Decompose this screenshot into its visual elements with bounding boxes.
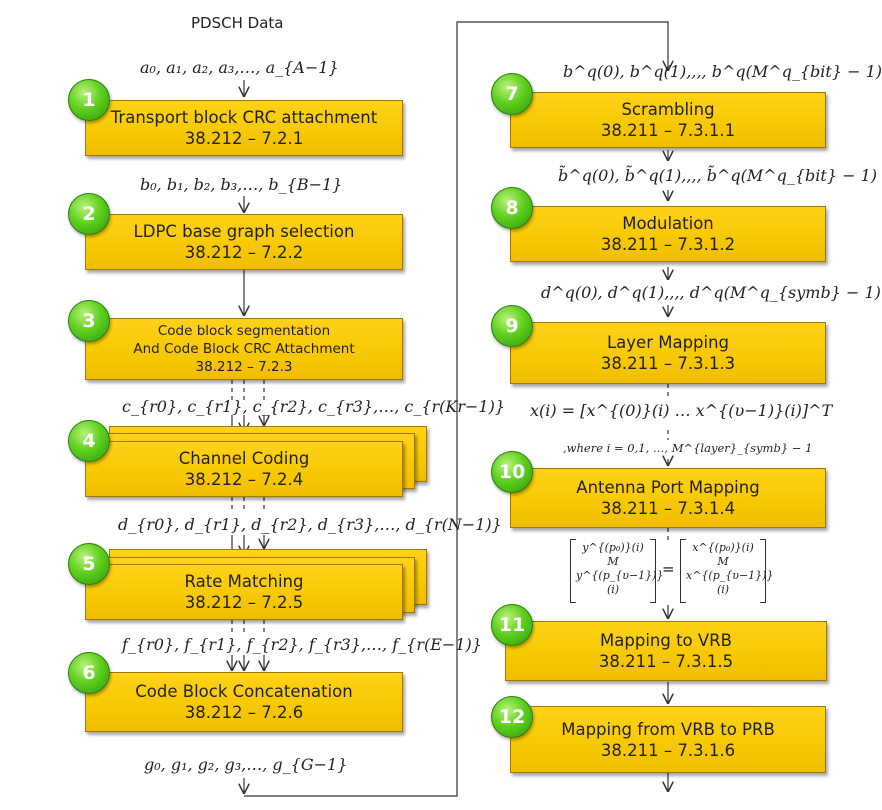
matrix-entry: y^{(p_{υ−1})}(i) [576, 569, 664, 596]
step-ref: 38.212 – 7.2.1 [184, 129, 304, 148]
step-ref: 38.211 – 7.3.1.5 [598, 652, 734, 671]
step-title: Code block segmentation [157, 323, 331, 339]
step-badge-7: 7 [491, 73, 533, 115]
signal-dq: d^q(0), d^q(1),,,, d^q(M^q_{symb} − 1) [541, 283, 881, 302]
step-badge-11: 11 [491, 604, 533, 646]
step-badge-6: 6 [68, 652, 110, 694]
signal-f: f_{r0}, f_{r1}, f_{r2}, f_{r3},…, f_{r(E… [122, 635, 482, 654]
step-title: LDPC base graph selection [133, 222, 355, 241]
step-title: Antenna Port Mapping [576, 478, 760, 497]
step-title: Channel Coding [178, 449, 310, 468]
signal-bq: b^q(0), b^q(1),,,, b^q(M^q_{bit} − 1) [563, 62, 882, 81]
signal-g: g₀, g₁, g₂, g₃,…, g_{G−1} [144, 755, 348, 774]
step-box-4: Channel Coding 38.212 – 7.2.4 [85, 441, 403, 497]
step-title: Code Block Concatenation [135, 682, 353, 701]
step-ref: 38.211 – 7.3.1.1 [600, 121, 736, 140]
step-title: Mapping from VRB to PRB [561, 719, 775, 739]
step-box-9: Layer Mapping 38.211 – 7.3.1.3 [510, 322, 826, 384]
step-box-1: Transport block CRC attachment 38.212 – … [85, 100, 403, 156]
loop-to-right-column [244, 21, 669, 797]
signal-btq: b̃^q(0), b̃^q(1),,,, b̃^q(M^q_{bit} − 1) [558, 166, 878, 185]
step-ref: 38.211 – 7.3.1.3 [600, 354, 736, 373]
step-box-2: LDPC base graph selection 38.212 – 7.2.2 [85, 214, 403, 270]
step-badge-8: 8 [491, 187, 533, 229]
step-title: Modulation [622, 214, 714, 233]
step-ref: 38.212 – 7.2.2 [184, 243, 304, 262]
step-title: Scrambling [621, 100, 715, 119]
matrix-entry: y^{(p₀)}(i) [582, 541, 644, 554]
step-badge-3: 3 [68, 300, 110, 342]
signal-where: ,where i = 0,1, …, M^{layer}_{symb} − 1 [563, 441, 813, 455]
step-ref: 38.212 – 7.2.3 [195, 359, 293, 375]
step-box-12: Mapping from VRB to PRB 38.211 – 7.3.1.6 [510, 706, 826, 773]
step-badge-12: 12 [491, 696, 533, 738]
signal-d: d_{r0}, d_{r1}, d_{r2}, d_{r3},…, d_{r(N… [118, 515, 502, 534]
step-badge-4: 4 [68, 420, 110, 462]
antenna-matrix-rhs: x^{(p₀)}(i) M x^{(p_{υ−1})}(i) [680, 539, 774, 603]
step-badge-10: 10 [491, 451, 533, 493]
step-ref: 38.212 – 7.2.5 [184, 593, 304, 612]
signal-b: b₀, b₁, b₂, b₃,…, b_{B−1} [140, 175, 343, 194]
step-title: Transport block CRC attachment [110, 108, 378, 127]
matrix-entry: M [607, 555, 619, 568]
antenna-equals: = [662, 560, 675, 578]
step-box-8: Modulation 38.211 – 7.3.1.2 [510, 206, 826, 262]
step-badge-1: 1 [68, 79, 110, 121]
step-ref: 38.211 – 7.3.1.4 [600, 499, 736, 518]
matrix-entry: x^{(p₀)}(i) [692, 541, 754, 554]
step-box-5: Rate Matching 38.212 – 7.2.5 [85, 564, 403, 620]
step-title: Mapping to VRB [600, 631, 732, 650]
signal-a: a₀, a₁, a₂, a₃,…, a_{A−1} [140, 58, 339, 77]
step-title: Layer Mapping [606, 333, 730, 352]
matrix-entry: M [717, 555, 729, 568]
signal-c: c_{r0}, c_{r1}, c_{r2}, c_{r3},…, c_{r(K… [122, 397, 506, 416]
step-ref: 38.212 – 7.2.6 [184, 703, 304, 722]
step-box-10: Antenna Port Mapping 38.211 – 7.3.1.4 [510, 468, 826, 528]
signal-x: x(i) = [x^{(0)}(i) … x^{(υ−1)}(i)]^T [530, 401, 833, 420]
antenna-matrix-lhs: y^{(p₀)}(i) M y^{(p_{υ−1})}(i) [570, 539, 664, 603]
step-box-7: Scrambling 38.211 – 7.3.1.1 [510, 92, 826, 148]
step-box-6: Code Block Concatenation 38.212 – 7.2.6 [85, 672, 403, 732]
step-title-line2: And Code Block CRC Attachment [133, 341, 355, 357]
step-box-3: Code block segmentation And Code Block C… [85, 318, 403, 380]
step-ref: 38.211 – 7.3.1.2 [600, 235, 736, 254]
step-badge-5: 5 [68, 543, 110, 585]
step-badge-2: 2 [68, 193, 110, 235]
step-ref: 38.212 – 7.2.4 [184, 470, 304, 489]
step-box-11: Mapping to VRB 38.211 – 7.3.1.5 [505, 621, 827, 681]
step-title: Rate Matching [184, 572, 304, 591]
input-label: PDSCH Data [191, 14, 284, 32]
step-ref: 38.211 – 7.3.1.6 [600, 740, 736, 760]
matrix-entry: x^{(p_{υ−1})}(i) [686, 569, 774, 596]
step-badge-9: 9 [491, 305, 533, 347]
